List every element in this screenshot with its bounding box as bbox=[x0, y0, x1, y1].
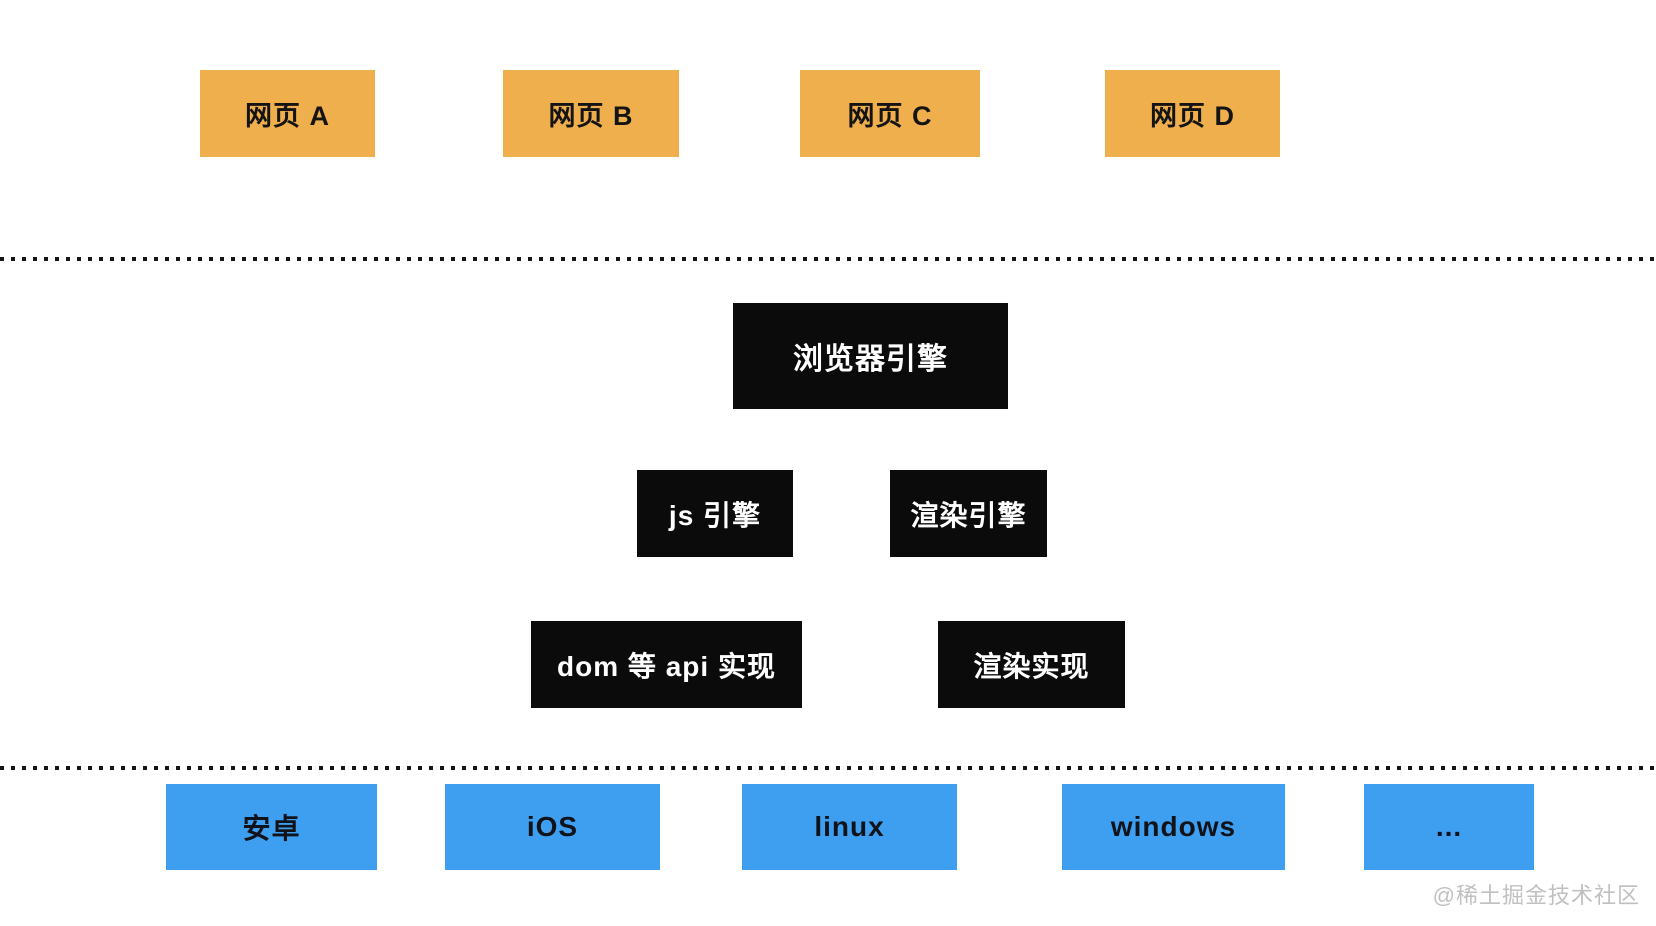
webpage-d-box: 网页 D bbox=[1105, 70, 1280, 157]
dom-api-implementation-box: dom 等 api 实现 bbox=[531, 621, 802, 708]
platform-linux-box: linux bbox=[742, 784, 957, 870]
webpage-c-box: 网页 C bbox=[800, 70, 980, 157]
browser-engine-box: 浏览器引擎 bbox=[733, 303, 1008, 409]
js-engine-box: js 引擎 bbox=[637, 470, 793, 557]
render-implementation-box: 渲染实现 bbox=[938, 621, 1125, 708]
webpage-a-box: 网页 A bbox=[200, 70, 375, 157]
platform-ellipsis-box: ... bbox=[1364, 784, 1534, 870]
platform-windows-box: windows bbox=[1062, 784, 1285, 870]
separator-line-top bbox=[0, 257, 1656, 261]
platform-android-box: 安卓 bbox=[166, 784, 377, 870]
render-engine-box: 渲染引擎 bbox=[890, 470, 1047, 557]
platform-ios-box: iOS bbox=[445, 784, 660, 870]
watermark-text: @稀土掘金技术社区 bbox=[1432, 883, 1640, 908]
webpage-b-box: 网页 B bbox=[503, 70, 679, 157]
separator-line-bottom bbox=[0, 766, 1656, 770]
